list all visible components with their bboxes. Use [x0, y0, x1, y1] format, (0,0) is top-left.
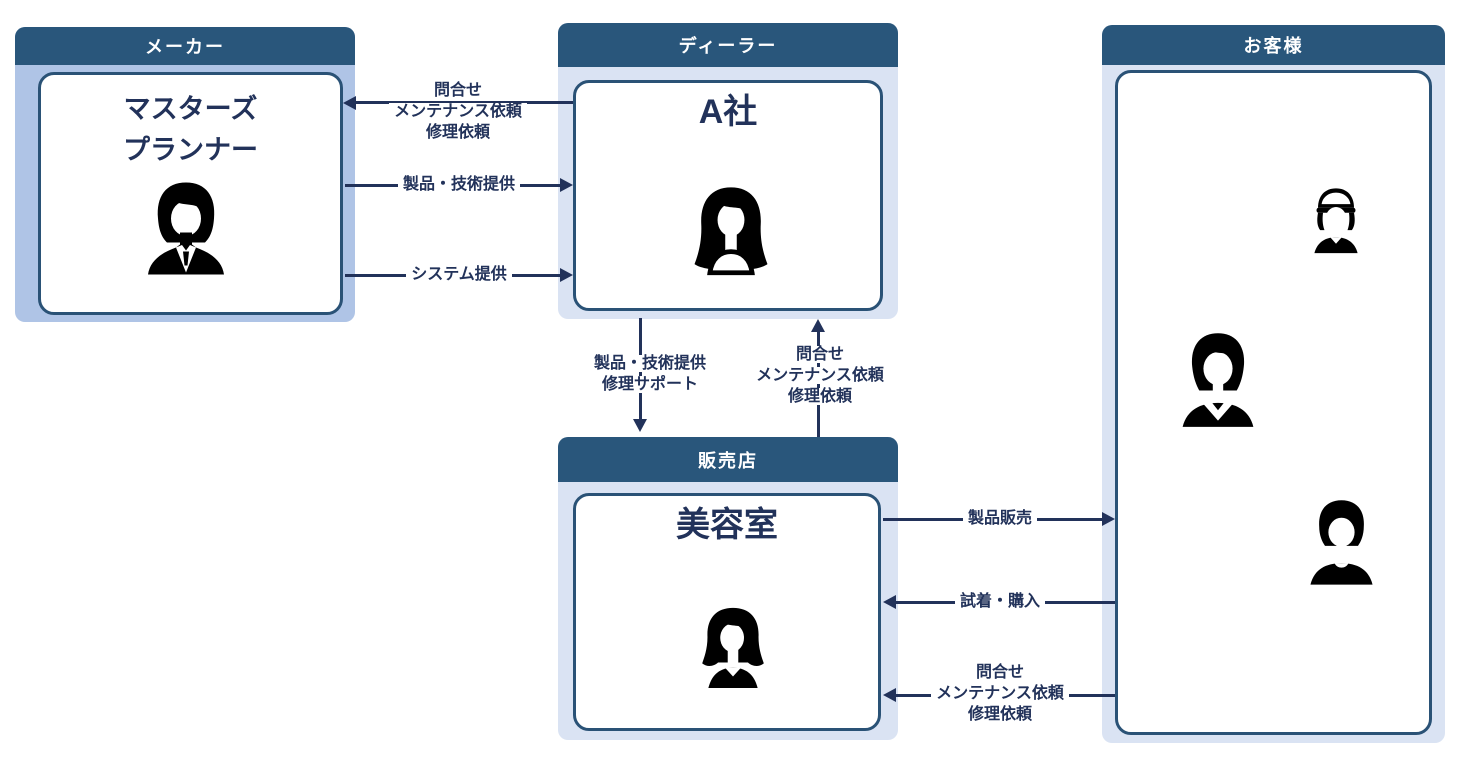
dealer-title: A社 [698, 93, 758, 131]
arrow-label-products: 製品・技術提供 [345, 174, 573, 195]
arrow-label-line: 製品・技術提供 [397, 176, 520, 193]
manufacturer-title-line1: マスターズ [123, 94, 258, 124]
store-title: 美容室 [676, 506, 778, 544]
collared-person-icon [1166, 318, 1270, 440]
arrow-label-line: 修理サポート [596, 376, 703, 393]
short-hair-woman-icon [689, 589, 777, 706]
arrow-line [356, 101, 573, 104]
arrowhead [633, 419, 647, 432]
arrow-line [817, 331, 820, 437]
store-card: 美容室 [573, 493, 881, 731]
manufacturer-header: メーカー [15, 27, 355, 65]
arrow-label-line: メンテナンス依頼 [389, 103, 527, 120]
arrow-label-purchase: 試着・購入 [890, 591, 1110, 612]
customer-header: お客様 [1102, 25, 1445, 65]
manufacturer-card: マスターズ プランナー [38, 72, 343, 315]
dealer-header: ディーラー [558, 23, 898, 67]
arrow-label-dealer-to-store: 製品・技術提供 修理サポート [572, 353, 728, 395]
arrow-label-dealer-to-manufacturer: 問合せ メンテナンス依頼 修理依頼 [348, 80, 568, 143]
arrow-label-line: 試着・購入 [954, 593, 1045, 610]
arrowhead [811, 319, 825, 332]
arrowhead [883, 688, 896, 702]
arrow-label-line: メンテナンス依頼 [931, 685, 1069, 702]
arrow-label-line: 修理依頼 [962, 706, 1037, 723]
manufacturer-title-line2: プランナー [123, 135, 258, 165]
dealer-card: A社 [573, 80, 883, 311]
arrow-label-system: システム提供 [345, 264, 573, 285]
arrow-label-line: 製品販売 [962, 510, 1037, 527]
arrow-label-line: メンテナンス依頼 [751, 367, 889, 384]
dealer-panel: ディーラー A社 [558, 23, 898, 319]
arrow-label-line: 修理依頼 [420, 124, 495, 141]
arrow-label-line: 問合せ [790, 346, 849, 363]
arrowhead [560, 268, 573, 282]
arrow-label-line: 問合せ [970, 664, 1029, 681]
arrow-label-line: 製品・技術提供 [588, 355, 711, 372]
arrowhead [1102, 512, 1115, 526]
arrow-label-customer-inquiry: 問合せ メンテナンス依頼 修理依頼 [900, 662, 1100, 725]
store-panel: 販売店 美容室 [558, 437, 898, 740]
store-header: 販売店 [558, 437, 898, 482]
arrowhead [560, 178, 573, 192]
arrow-label-store-to-dealer: 問合せ メンテナンス依頼 修理依頼 [732, 344, 908, 407]
arrow-label-sales: 製品販売 [890, 508, 1110, 529]
customer-panel: お客様 [1102, 25, 1445, 743]
arrow-label-line: 修理依頼 [782, 388, 857, 405]
manufacturer-panel: メーカー マスターズ プランナー [15, 27, 355, 322]
long-hair-woman-icon [683, 175, 779, 288]
arrowhead [343, 96, 356, 110]
arrowhead [883, 595, 896, 609]
customer-card [1115, 70, 1432, 735]
arrow-label-line: 問合せ [428, 82, 487, 99]
arrow-label-line: システム提供 [406, 266, 512, 283]
cap-person-icon [1300, 161, 1372, 279]
manufacturer-title: マスターズ プランナー [41, 75, 340, 171]
suited-man-icon [136, 170, 236, 287]
tshirt-person-icon [1293, 480, 1390, 600]
